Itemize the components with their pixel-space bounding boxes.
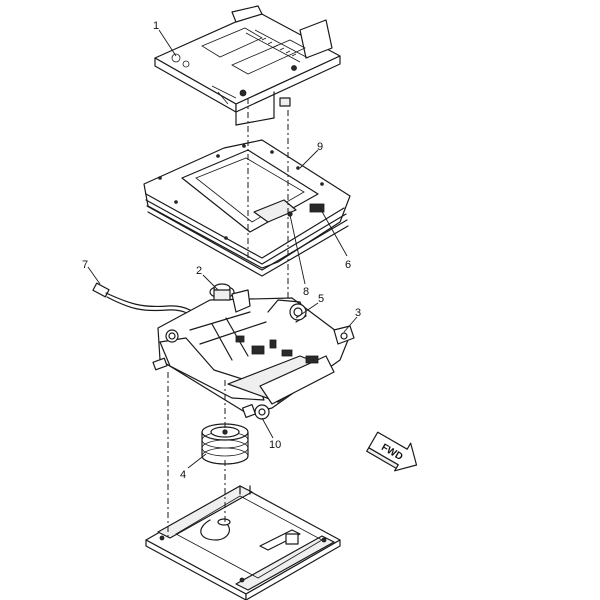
mechanism-dark-parts: [235, 335, 319, 364]
callout-10: 10: [269, 439, 281, 451]
callout-leaders: [87, 29, 358, 469]
frame-rivets: [158, 144, 324, 240]
suspension-mechanism: [152, 283, 355, 420]
part-9-cushion-frame: [143, 139, 351, 277]
callout-1: 1: [153, 20, 159, 32]
callout-2: 2: [196, 265, 202, 277]
base-mounting-plate: [145, 485, 341, 600]
callout-8: 8: [303, 286, 309, 298]
callout-6: 6: [345, 259, 351, 271]
callout-7: 7: [82, 259, 88, 271]
callout-numbers: 1 2 3 4 5 6 7 8 9 10: [82, 20, 361, 481]
callout-9: 9: [317, 141, 323, 153]
base-plate-holes: [159, 535, 327, 583]
callout-4: 4: [180, 469, 186, 481]
part-1-seat-pan-plate: [154, 5, 341, 126]
plate-slot-teeth: [261, 37, 297, 57]
fwd-direction-arrow: FWD: [366, 431, 418, 472]
assembly-center-lines: [167, 98, 289, 538]
callout-3: 3: [355, 307, 361, 319]
part-4-air-spring: [201, 423, 249, 465]
callout-5: 5: [318, 293, 324, 305]
